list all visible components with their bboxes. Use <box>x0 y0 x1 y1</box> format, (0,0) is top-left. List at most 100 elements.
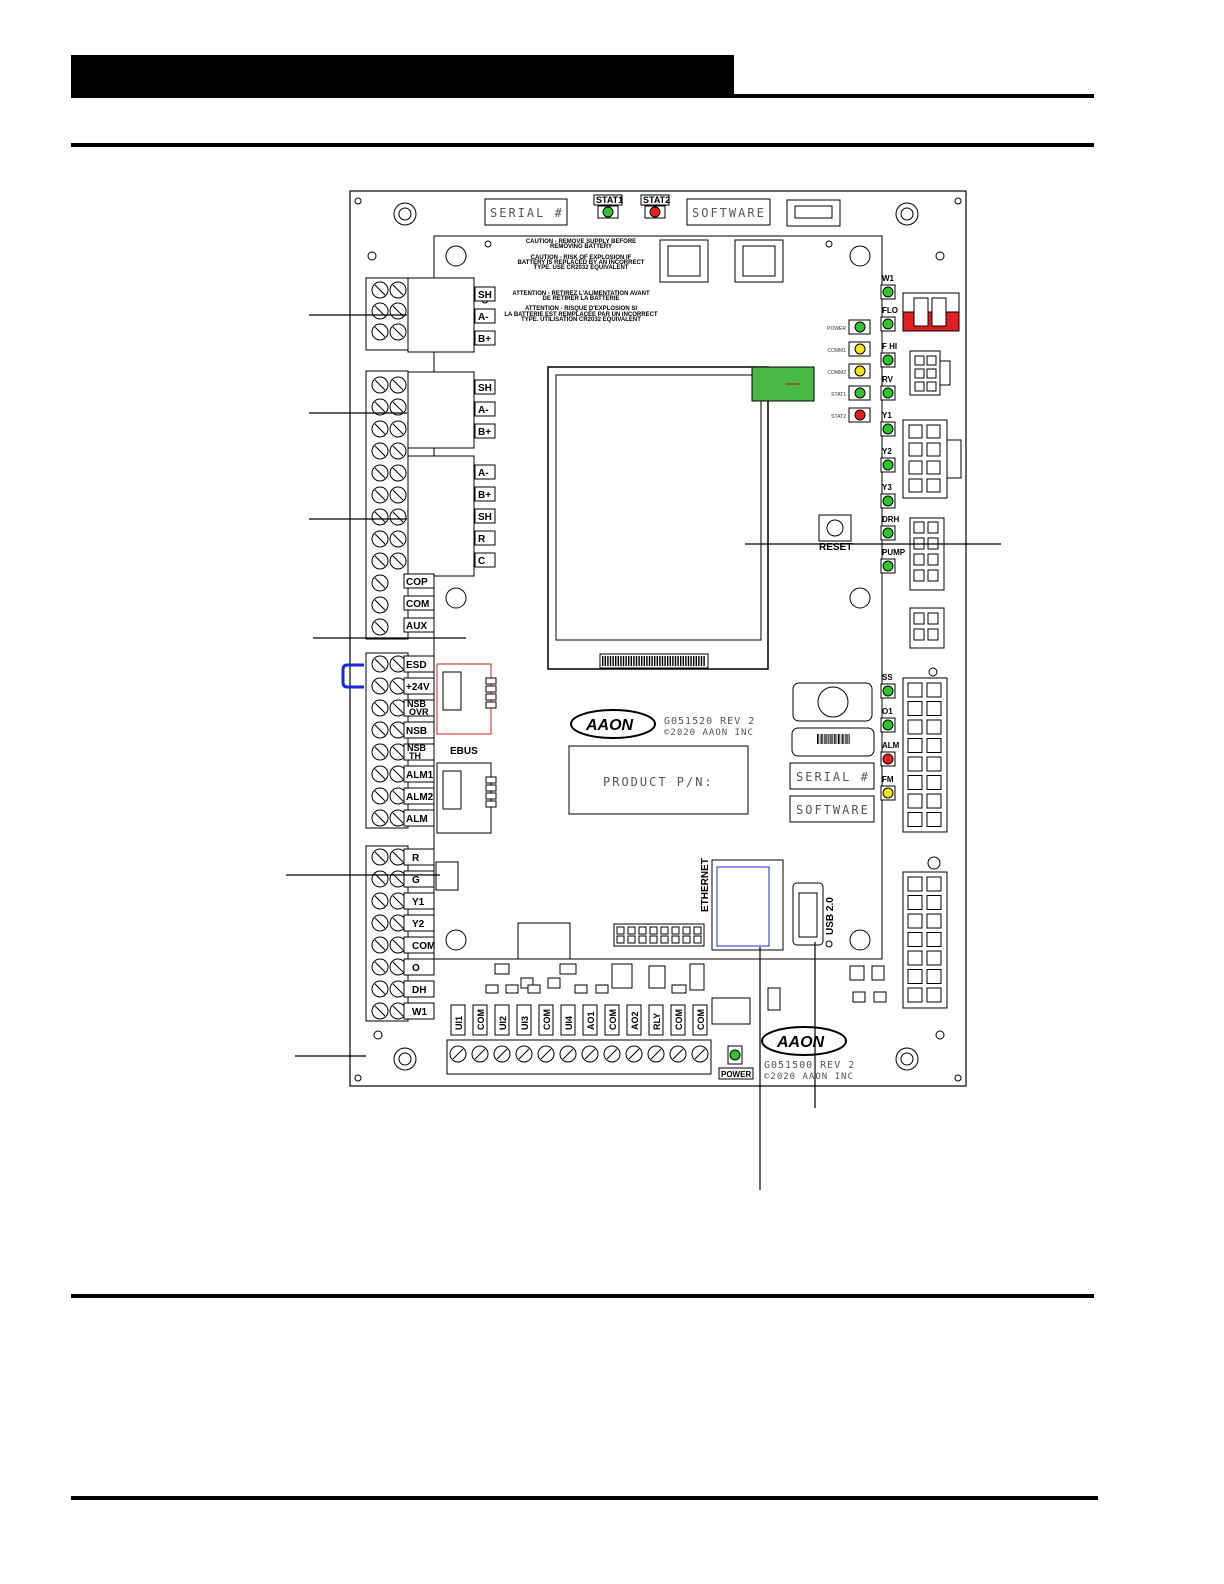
h8-pin <box>927 628 939 641</box>
power-label-bottom: POWER <box>721 1070 751 1079</box>
terminal-tag <box>403 595 435 611</box>
j10-pin <box>682 926 691 935</box>
ebus-pins <box>485 677 497 808</box>
io-terminal-label: COM <box>476 1009 486 1030</box>
h4-pin <box>926 368 937 379</box>
screw-slot <box>374 768 386 780</box>
h11-terminal-label: ALM2 <box>406 792 434 803</box>
barcode-bar <box>839 734 840 744</box>
screw-slot <box>392 746 404 758</box>
screw-slot <box>392 851 404 863</box>
h10-pin <box>907 793 923 809</box>
h13-pin <box>907 895 923 910</box>
terminal-tag <box>474 379 496 395</box>
h5-pin <box>926 460 941 475</box>
screw-slot <box>374 467 386 479</box>
h13-pin <box>926 950 942 966</box>
flex-pin <box>609 656 612 666</box>
h7-pin <box>913 521 925 534</box>
terminal-tag <box>403 721 435 739</box>
screw-slot <box>374 555 386 567</box>
h13-pin <box>926 987 942 1003</box>
right-status-led <box>882 685 894 697</box>
screw-slot <box>374 702 386 714</box>
usb-port[interactable] <box>792 882 824 946</box>
screw-slot <box>606 1048 618 1060</box>
right-led-label: Y2 <box>882 447 892 456</box>
j7-plug <box>407 371 475 449</box>
terminal-tag <box>474 286 496 302</box>
j5-terminal-label: A- <box>478 312 489 323</box>
h3-red-housing <box>902 311 960 332</box>
j8-terminal-label: C <box>478 556 485 567</box>
right-status-led <box>882 560 894 572</box>
mounting-holes <box>354 197 962 1082</box>
barcode-bar <box>840 734 842 744</box>
barcode-bar <box>826 734 828 744</box>
screw-slot <box>374 961 386 973</box>
flex-pin <box>635 656 638 666</box>
flex-pin <box>643 656 645 666</box>
ethernet-port[interactable] <box>711 859 784 951</box>
screw-slot <box>374 895 386 907</box>
product-pn-box <box>568 745 749 815</box>
terminal-tag <box>474 508 496 524</box>
caution-line: TYPE. USE CR2032 EQUIVALENT <box>534 265 629 271</box>
flex-pin <box>651 656 653 666</box>
screw-slot <box>374 577 386 589</box>
h10-pin <box>926 738 942 753</box>
h13-pin <box>926 876 942 892</box>
h7-pin <box>927 553 939 566</box>
io-terminal-tag <box>670 1004 686 1036</box>
terminal-tag <box>403 655 435 673</box>
flex-pin <box>682 656 684 666</box>
right-led-label: PUMP <box>882 548 906 557</box>
screw-slot <box>392 401 404 413</box>
terminal-tag <box>474 552 496 568</box>
serial-label-right: SERIAL # <box>796 770 870 784</box>
screw-slot <box>392 555 404 567</box>
io-terminal-label: UI3 <box>520 1016 530 1030</box>
h5-latch <box>946 439 962 479</box>
h11-terminal-label: NSB <box>406 726 427 737</box>
screw-slot <box>374 379 386 391</box>
j10-pin <box>660 935 669 944</box>
aux-terminal-label: COM <box>406 599 429 610</box>
io-terminal-tag <box>472 1004 488 1036</box>
callout-lines <box>286 314 1001 1190</box>
flex-pin <box>664 656 666 666</box>
stat2-label-top: STAT2 <box>643 195 670 205</box>
barcode <box>817 734 850 744</box>
barcode-bar <box>843 734 845 744</box>
smd-part <box>671 984 687 994</box>
screw-slot <box>474 1048 486 1060</box>
terminal-tag <box>403 617 435 633</box>
screw-slot <box>392 680 404 692</box>
h11-terminal-label: +24V <box>406 682 430 693</box>
aaon-logo-io-text: AAON <box>776 1034 825 1051</box>
right-led-label: ALM <box>882 741 900 750</box>
flex-pin <box>703 656 705 666</box>
io-terminal-block <box>446 1039 712 1075</box>
flex-pin <box>654 656 656 666</box>
io-terminal-tag <box>582 1004 598 1036</box>
h10-pin <box>926 793 942 809</box>
flex-pin <box>612 656 614 666</box>
right-led-label: FM <box>882 775 894 784</box>
io-terminal-label: COM <box>696 1009 706 1030</box>
screw-slot <box>374 401 386 413</box>
screw-slot <box>374 746 386 758</box>
ebus-pin <box>485 685 497 693</box>
screw-slot <box>496 1048 508 1060</box>
j4-header <box>517 922 571 960</box>
h10-pin <box>926 756 942 772</box>
barcode-bar <box>832 734 833 744</box>
flex-pin <box>693 656 695 666</box>
terminal-tag <box>403 743 435 761</box>
screw-slot <box>374 873 386 885</box>
header-bar <box>71 55 734 97</box>
h8-pin <box>927 612 939 625</box>
screw-slot <box>392 895 404 907</box>
copyright-main: ©2020 AAON INC <box>664 728 754 738</box>
